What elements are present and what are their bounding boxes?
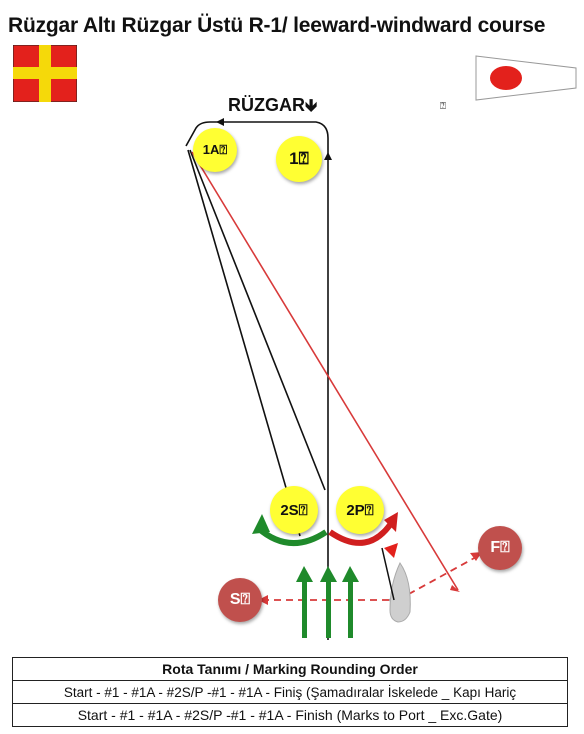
mark-start-label: S⍰ [229, 591, 251, 608]
mark-finish-label: F⍰ [490, 539, 510, 556]
mark-2s: 2S⍰ [270, 486, 318, 534]
mark-finish: F⍰ [478, 526, 522, 570]
course-leg-left-inner [189, 149, 326, 491]
mark-2p-label: 2P⍰ [346, 501, 374, 519]
gate-arc-red-head [384, 512, 398, 532]
start-line-head [258, 595, 268, 605]
course-line-top [185, 121, 329, 160]
committee-boat [389, 562, 411, 623]
mark-1a-label: 1A⍰ [202, 142, 228, 157]
wind-text: RÜZGAR [228, 95, 305, 115]
table-header: Rota Tanımı / Marking Rounding Order [12, 657, 568, 681]
wind-arrow-icon: 🡻 [305, 96, 318, 115]
boat-mast-line [381, 547, 395, 601]
page-title: Rüzgar Altı Rüzgar Üstü R-1/ leeward-win… [8, 14, 546, 37]
gate-arc-red [328, 520, 395, 546]
mark-2s-label: 2S⍰ [280, 501, 308, 519]
course-arrow-up [324, 152, 332, 160]
mark-1a: 1A⍰ [193, 128, 237, 172]
finish-line-red [191, 151, 459, 591]
start-arrows [296, 566, 359, 638]
course-arrow-head [216, 118, 224, 126]
table-row-english: Start - #1 - #1A - #2S/P -#1 - #1A - Fin… [12, 703, 568, 727]
course-leg-left-outer [187, 149, 301, 537]
wind-label: RÜZGAR🡻 [228, 93, 317, 122]
boat-red-flag [384, 543, 398, 558]
finish-dashed [397, 555, 479, 601]
mark-1-label: 1⍰ [289, 149, 309, 168]
mark-2p: 2P⍰ [336, 486, 384, 534]
stray-glyph: ⍰ [440, 101, 446, 112]
mark-start: S⍰ [218, 578, 262, 622]
finish-line-arrow [450, 585, 460, 592]
flag-r-icon [13, 45, 77, 102]
pennant-flag-icon [475, 55, 577, 101]
mark-1: 1⍰ [276, 136, 322, 182]
table-row-turkish: Start - #1 - #1A - #2S/P -#1 - #1A - Fin… [12, 680, 568, 704]
gate-arc-green-head [252, 514, 270, 534]
rounding-order-table: Rota Tanımı / Marking Rounding Order Sta… [12, 657, 568, 727]
